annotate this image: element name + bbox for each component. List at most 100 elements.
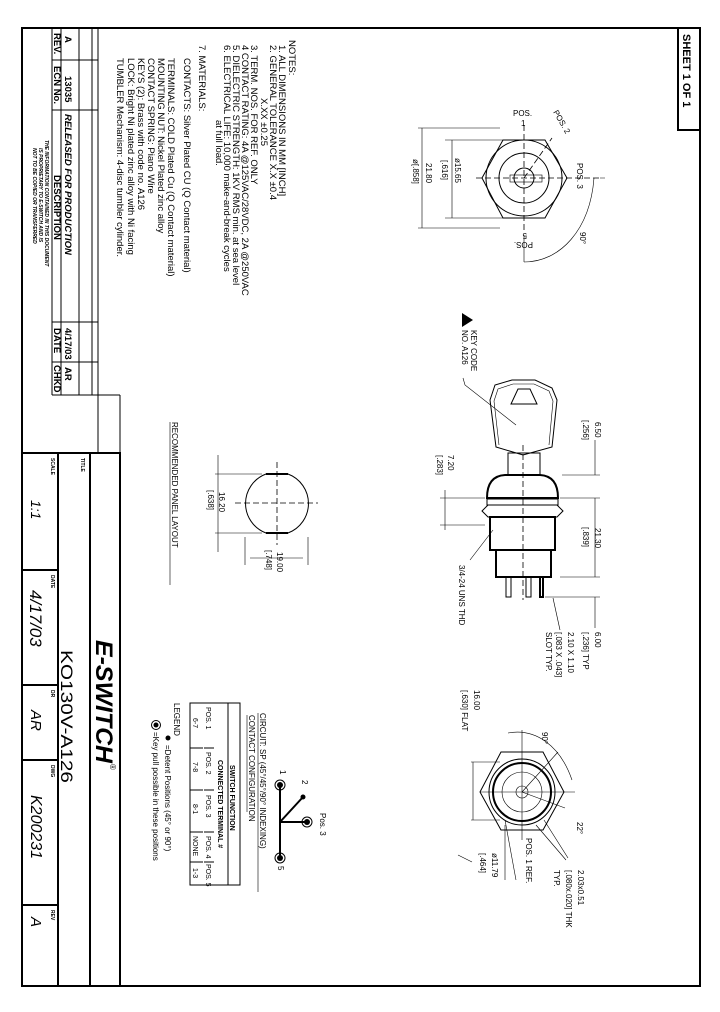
chkd-header: CHKD bbox=[51, 365, 62, 393]
terminal-value: NONE bbox=[191, 836, 198, 857]
angle-90: 90° bbox=[578, 232, 587, 244]
detent-dot-icon bbox=[165, 735, 171, 741]
company-logo: E-SWITCH bbox=[90, 640, 117, 764]
panel-layout-title: RECOMMENDED PANEL LAYOUT bbox=[170, 422, 179, 548]
circuit-title: CIRCUIT: SP (45°/45°/90° INDEXING) bbox=[258, 713, 267, 849]
notes-title: NOTES: bbox=[286, 40, 297, 75]
dim-dia-in: [.464] bbox=[478, 853, 487, 873]
terminal-dim-in: [.080x.020] THK bbox=[564, 870, 573, 928]
scale-value: 1:1 bbox=[28, 500, 44, 519]
dim-dia-in: [.616] bbox=[440, 160, 449, 180]
scale-label: SCALE bbox=[49, 458, 55, 476]
terminal-value: 6-7 bbox=[191, 718, 198, 728]
thread-spec: 3/4-24 UNS THD bbox=[457, 565, 466, 626]
terminal-label-5: 5 bbox=[276, 866, 285, 871]
bottom-view: 16.00 [.630] FLAT 90° 22° POS. 1 REF. ø1… bbox=[457, 690, 585, 928]
note-line: CONTACTS: Silver Plated CU (Q Contact ma… bbox=[181, 58, 192, 273]
title-label: TITLE bbox=[79, 458, 85, 473]
note-line: 2. GENERAL TOLERANCE X.X ±0.4 bbox=[267, 45, 278, 200]
note-line: 5. DIELECTRIC STRENGTH: 1KV RMS min. at … bbox=[230, 45, 241, 285]
connected-terminal-header: CONNECTED TERMINAL # bbox=[216, 760, 223, 848]
note-line: at full load. bbox=[213, 120, 224, 166]
disclaimer-line: IS PROPRIETARY TO E-SWITCH AND IS bbox=[37, 148, 43, 243]
note-line: 3. TERM. NOS. FOR REF. ONLY bbox=[248, 45, 259, 185]
key-code-triangle-icon bbox=[462, 313, 473, 327]
sheet-number-box bbox=[677, 27, 701, 131]
rev-label: REV bbox=[49, 910, 55, 921]
note-line: LOCK: Bright Ni plated zinc alloy with N… bbox=[125, 58, 136, 255]
description-value: RELEASED FOR PRODUCTION bbox=[62, 114, 73, 256]
dim-cap-mm: 7.20 bbox=[446, 455, 455, 471]
terminal-label-1: 1 bbox=[278, 770, 287, 775]
key-code-label: KEY CODE bbox=[469, 330, 478, 371]
dim-terminal-in: [.236] TYP bbox=[581, 632, 590, 670]
notes: NOTES: 1. ALL DIMENSIONS IN MM [INCH] 2.… bbox=[114, 40, 297, 296]
dim-hex-mm: 21.80 bbox=[424, 163, 433, 184]
note-line: KEYS (2): Brass with code no. A126 bbox=[135, 58, 146, 210]
angle-90-bottom: 90° bbox=[540, 732, 549, 744]
panel-height-in: [.638] bbox=[206, 490, 215, 510]
pos1-label: POS. bbox=[513, 109, 532, 118]
note-line: 6. ELECTRICAL LIFE: 10,000 make-and-brea… bbox=[221, 45, 232, 272]
position-label: POS. 5 bbox=[204, 864, 211, 887]
terminal-label-2: 2 bbox=[300, 780, 309, 785]
note-line: TERMINALS: COLD Plated Cu (Q Contact mat… bbox=[165, 58, 176, 277]
dim-dia-mm: ø15.65 bbox=[453, 158, 462, 183]
panel-height-mm: 16.20 bbox=[217, 492, 226, 513]
pos1-ref: POS. 1 REF. bbox=[524, 838, 533, 883]
panel-width-mm: 19.00 bbox=[275, 552, 284, 573]
description-header: DESCRIPTION bbox=[51, 175, 62, 240]
pos1-number: 1 bbox=[521, 119, 526, 128]
part-number: KO130V-A126 bbox=[57, 650, 76, 783]
key-pull-ring-icon bbox=[151, 720, 161, 730]
terminal-label-3: Pos. 3 bbox=[318, 813, 327, 836]
note-line: MOUNTING NUT: Nickel Plated zinc alloy bbox=[155, 58, 166, 234]
legend-item: =Key pull possible in these positions bbox=[151, 732, 160, 861]
registered-mark: ® bbox=[108, 764, 117, 770]
disclaimer-line: NOT TO BE COPIED OR TRANSFERRED bbox=[31, 148, 37, 244]
note-line: 7. MATERIALS: bbox=[196, 45, 207, 111]
rev-header: REV. bbox=[51, 33, 62, 54]
revision-table: REV. ECN No. DESCRIPTION DATE CHKD A 130… bbox=[31, 28, 121, 453]
slot-dim-mm: 2.10 X 1.10 bbox=[566, 632, 575, 673]
dim-dia-mm: ø11.79 bbox=[490, 853, 499, 878]
position-label: POS. 4 bbox=[204, 836, 211, 859]
pos5-label: POS. bbox=[514, 240, 533, 249]
drawn-by-label: DR bbox=[49, 690, 55, 698]
drawn-by-value: AR bbox=[27, 709, 44, 731]
front-view: POS. 1 POS. 2 POS. 3 POS. 5 90° ø15.65 [… bbox=[411, 109, 605, 263]
terminal-dim-mm: 2.03x0.51 bbox=[576, 870, 585, 906]
terminal-value: 8-1 bbox=[191, 804, 198, 814]
legend-item: =Detent Positions (45° or 90°) bbox=[163, 745, 172, 852]
dim-terminal-mm: 6.00 bbox=[593, 632, 602, 648]
disclaimer-line: THE INFORMATION CONTAINED IN THIS DOCUME… bbox=[43, 140, 49, 267]
terminal-note: TYP. bbox=[552, 870, 561, 887]
ecn-header: ECN No. bbox=[51, 66, 62, 104]
dim-key-mm: 6.50 bbox=[593, 422, 602, 438]
note-line: X.XX ±0.25 bbox=[258, 98, 269, 146]
switch-function-header: SWITCH FUNCTION bbox=[228, 765, 235, 831]
side-view: KEY CODE NO. A126 6.50 [.256] 7.20 [.283… bbox=[435, 313, 602, 677]
rev-value: A bbox=[62, 36, 73, 43]
key-code-number: NO. A126 bbox=[460, 330, 469, 365]
position-label: POS. 1 bbox=[204, 707, 211, 730]
dim-body-in: [.839] bbox=[581, 527, 590, 547]
position-label: POS. 3 bbox=[204, 795, 211, 818]
chkd-value: AR bbox=[62, 367, 73, 381]
slot-note: SLOT TYP. bbox=[544, 632, 553, 672]
date-header: DATE bbox=[51, 328, 62, 353]
terminal-value: 1-3 bbox=[191, 868, 198, 878]
note-line: TUMBLER Mechanism: 4-disc tumbler cylind… bbox=[114, 58, 125, 257]
dwg-number: K200231 bbox=[27, 795, 44, 859]
dim-cap-in: [.283] bbox=[435, 455, 444, 475]
circuit-diagram: CIRCUIT: SP (45°/45°/90° INDEXING) CONTA… bbox=[246, 713, 327, 892]
legend-title: LEGEND bbox=[172, 703, 181, 736]
panel-width-in: [.748] bbox=[264, 550, 273, 570]
date-value: 4/17/03 bbox=[62, 328, 73, 360]
date-value: 4/17/03 bbox=[26, 590, 45, 647]
angle-22: 22° bbox=[575, 822, 584, 834]
note-line: 4 CONTACT RATING: 4A @125VAC/28VDC, 2A @… bbox=[239, 45, 250, 296]
dwg-label: DWG bbox=[49, 765, 55, 777]
pos3-label: POS. 3 bbox=[575, 163, 584, 189]
dim-key-in: [.256] bbox=[581, 420, 590, 440]
